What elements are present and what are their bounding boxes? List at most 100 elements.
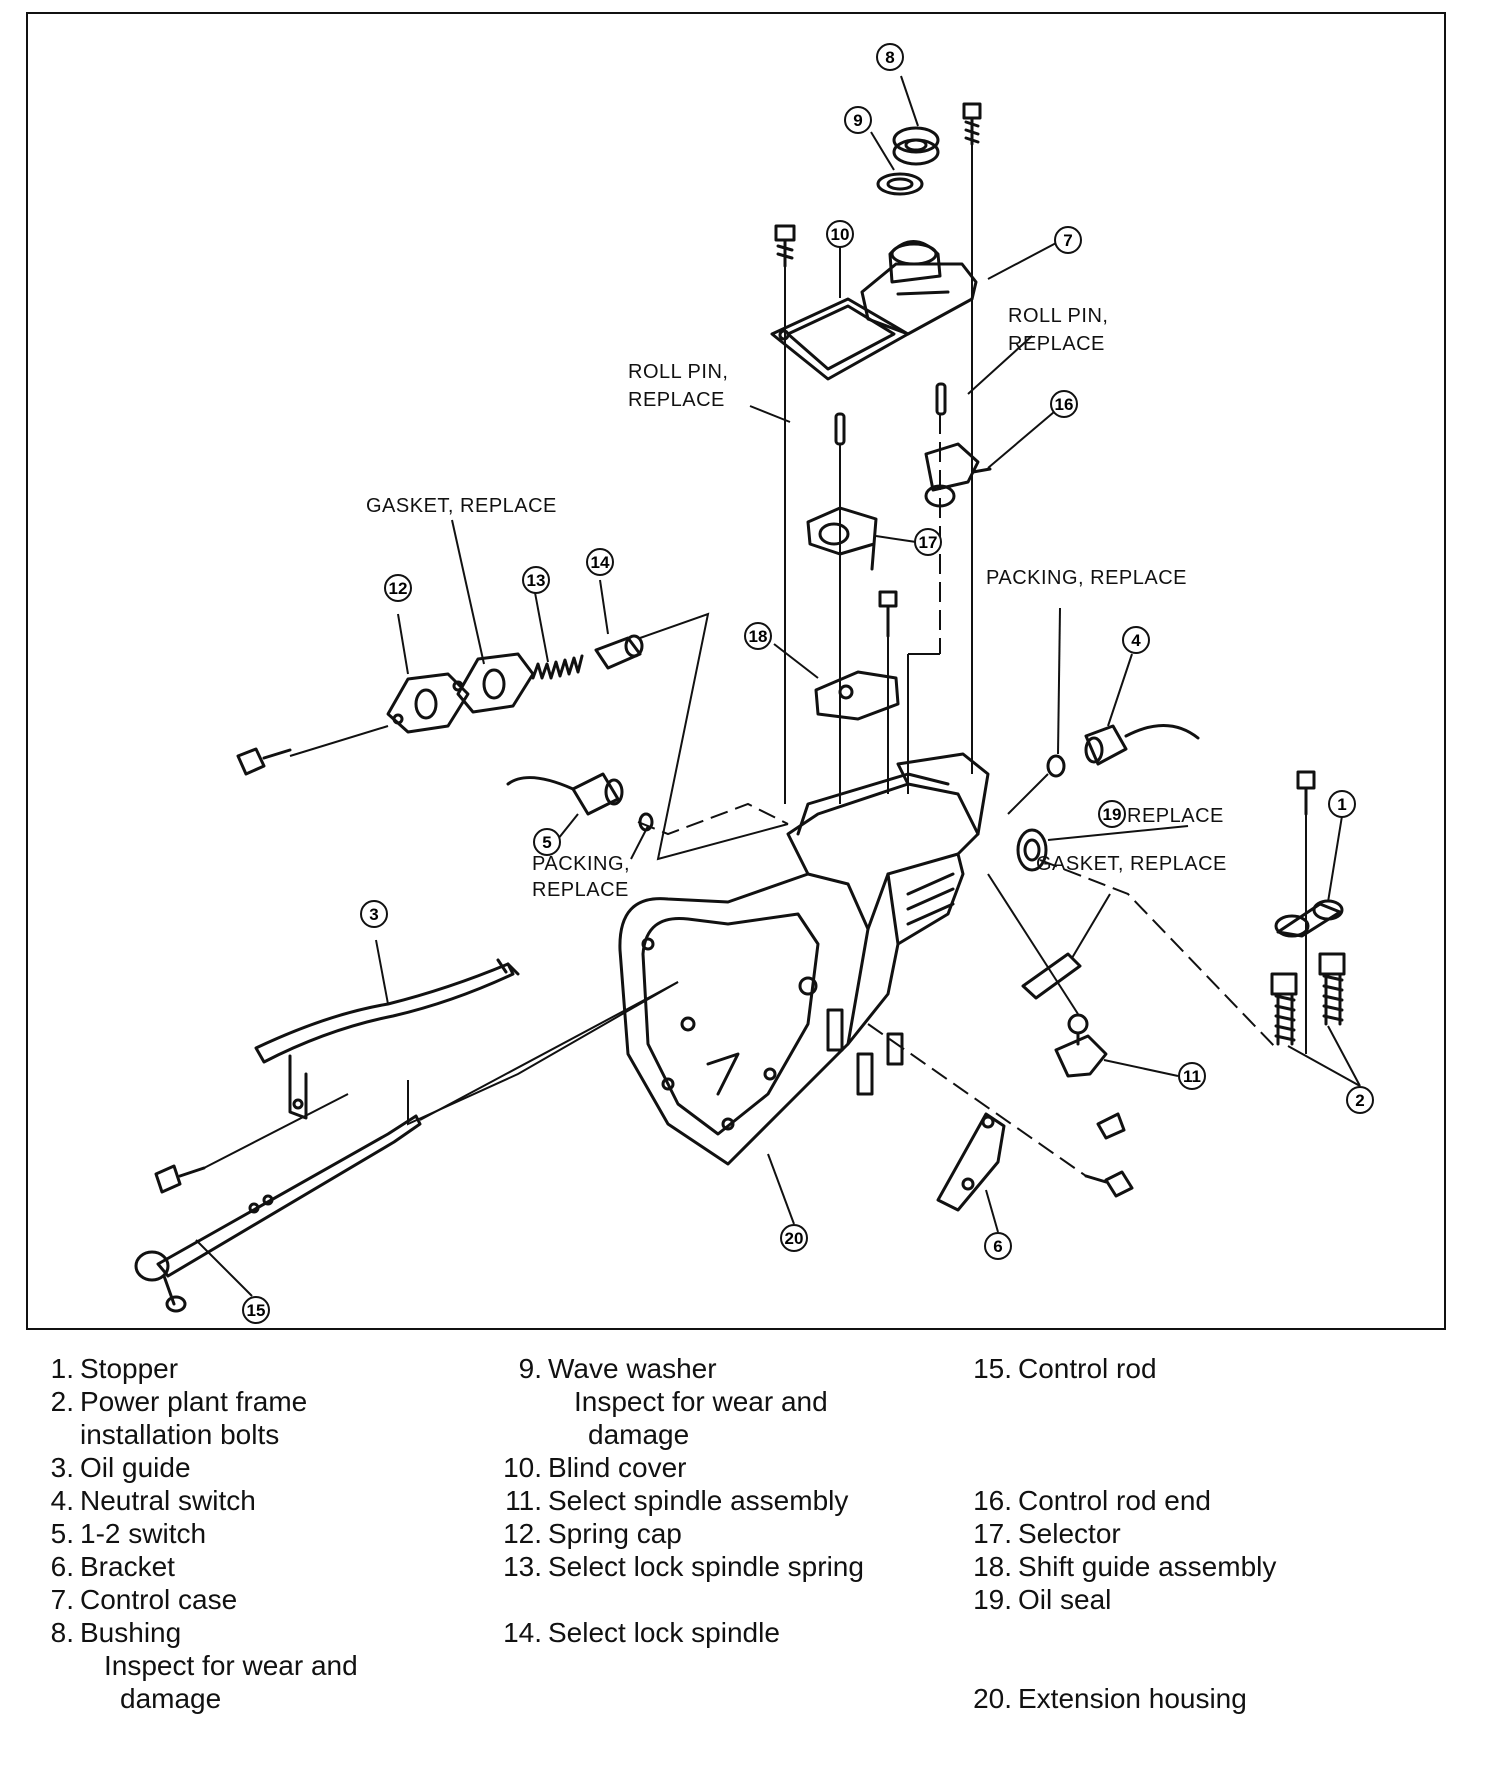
svg-text:8: 8	[885, 48, 894, 67]
selector-part	[806, 506, 878, 571]
legend-item-18: 18.Shift guide assembly	[973, 1551, 1277, 1582]
bracket-part	[936, 1112, 1006, 1212]
select-spindle-part	[1054, 1013, 1126, 1140]
shift-guide-part	[814, 670, 900, 721]
legend-column-3: 15.Control rod 16.Control rod end 17.Sel…	[970, 1352, 1276, 1715]
note-packing-right: PACKING, REPLACE	[986, 567, 1187, 589]
control-case-part	[860, 240, 978, 336]
legend-item-8: 8.Bushing	[50, 1617, 182, 1648]
stopper-bolt-part	[1296, 770, 1316, 816]
svg-text:15: 15	[247, 1301, 266, 1320]
roll-pin-left-part	[834, 412, 846, 446]
callout-18: 18	[744, 622, 772, 650]
gasket-left-part	[456, 652, 535, 714]
note-roll-pin-right-2: REPLACE	[1008, 333, 1105, 355]
legend-item-11: 11.Select spindle assembly	[505, 1485, 849, 1516]
legend-item-8-sub2: damage	[120, 1683, 222, 1714]
callout-13: 13	[522, 566, 550, 594]
svg-text:20: 20	[785, 1229, 804, 1248]
svg-text:6: 6	[993, 1237, 1002, 1256]
note-roll-pin-left-2: REPLACE	[628, 389, 725, 411]
legend-item-14: 14.Select lock spindle	[503, 1617, 780, 1648]
legend-column-2: 9.Wave washer Inspect for wear and damag…	[500, 1352, 864, 1649]
svg-text:1: 1	[1337, 795, 1346, 814]
callout-10: 10	[826, 220, 854, 248]
legend-item-19: 19.Oil seal	[973, 1584, 1112, 1615]
svg-text:11: 11	[1183, 1067, 1201, 1086]
svg-text:17: 17	[919, 533, 938, 552]
oil-seal-part	[1016, 828, 1048, 872]
assembly-lines	[195, 75, 1361, 1297]
legend-item-2-sub: installation bolts	[80, 1419, 280, 1450]
svg-text:18: 18	[749, 627, 768, 646]
diagram-svg: 8 9 10 7 16 17 18 12 13 14 4 5 19 1 3 11…	[134, 43, 1374, 1324]
legend-item-20: 20.Extension housing	[973, 1683, 1247, 1714]
callout-9: 9	[844, 106, 872, 134]
spring-cap-part	[386, 672, 470, 734]
blind-cover-part	[770, 297, 910, 381]
note-packing-left-2: REPLACE	[532, 879, 629, 901]
select-lock-spring-part	[531, 654, 584, 680]
frame-bolt-right-part	[1318, 952, 1346, 1026]
legend-item-17: 17.Selector	[973, 1518, 1121, 1549]
callout-7: 7	[1054, 226, 1082, 254]
neutral-switch-part	[1046, 724, 1200, 778]
one-two-switch-part	[506, 772, 654, 832]
callout-14: 14	[586, 548, 614, 576]
callout-4: 4	[1122, 626, 1150, 654]
control-rod-end-part	[924, 442, 992, 508]
callout-1: 1	[1328, 790, 1356, 818]
callout-2: 2	[1346, 1086, 1374, 1114]
bushing-part	[892, 126, 940, 166]
note-gasket-top: GASKET, REPLACE	[366, 495, 557, 517]
svg-text:14: 14	[591, 553, 610, 572]
legend-item-4: 4.Neutral switch	[50, 1485, 256, 1516]
select-lock-spindle-part	[594, 634, 644, 670]
legend-item-9: 9.Wave washer	[518, 1353, 717, 1384]
svg-text:19: 19	[1103, 805, 1122, 824]
svg-text:10: 10	[831, 225, 850, 244]
legend-item-6: 6.Bracket	[50, 1551, 175, 1582]
note-replace-19: REPLACE	[1127, 805, 1224, 827]
gasket-right-part	[1021, 952, 1082, 1000]
callout-16: 16	[1050, 390, 1078, 418]
svg-text:12: 12	[389, 579, 408, 598]
legend-item-15: 15.Control rod	[973, 1353, 1157, 1384]
svg-text:9: 9	[853, 111, 862, 130]
spring-cap-bolt-part	[236, 747, 292, 776]
legend-item-1: 1.Stopper	[50, 1353, 179, 1384]
exploded-diagram: 8 9 10 7 16 17 18 12 13 14 4 5 19 1 3 11…	[26, 12, 1446, 1330]
legend-item-9-sub: Inspect for wear and	[574, 1386, 828, 1417]
left-top-bolt-part	[774, 224, 796, 268]
legend-item-10: 10.Blind cover	[503, 1452, 687, 1483]
legend-item-3: 3.Oil guide	[50, 1452, 191, 1483]
legend-item-5: 5.1-2 switch	[50, 1518, 207, 1549]
callout-20: 20	[780, 1224, 808, 1252]
legend-item-2: 2.Power plant frame	[50, 1386, 308, 1417]
legend-item-8-sub: Inspect for wear and	[104, 1650, 358, 1681]
legend-spacer	[970, 1616, 1276, 1682]
oil-guide-bolt-part	[154, 1164, 206, 1194]
note-packing-left-1: PACKING,	[532, 853, 630, 875]
callout-6: 6	[984, 1232, 1012, 1260]
control-rod-part	[134, 1114, 422, 1313]
top-bolt-part	[962, 102, 982, 146]
callout-15: 15	[242, 1296, 270, 1324]
callout-19: 19	[1098, 800, 1126, 828]
callout-8: 8	[876, 43, 904, 71]
mid-bolt-part	[878, 590, 898, 638]
stopper-part	[1274, 899, 1344, 938]
callout-17: 17	[914, 528, 942, 556]
callout-3: 3	[360, 900, 388, 928]
callout-5: 5	[533, 828, 561, 856]
frame-bolt-left-part	[1270, 972, 1298, 1046]
legend-spacer	[970, 1385, 1276, 1484]
svg-text:2: 2	[1355, 1091, 1364, 1110]
roll-pin-right-part	[935, 382, 947, 416]
oil-guide-part	[254, 958, 520, 1120]
legend-item-13: 13.Select lock spindle spring	[503, 1551, 864, 1582]
extension-housing-part	[618, 752, 990, 1166]
callouts: 8 9 10 7 16 17 18 12 13 14 4 5 19 1 3 11…	[242, 43, 1374, 1324]
legend-item-9-sub2: damage	[588, 1419, 690, 1450]
callout-11: 11	[1178, 1062, 1206, 1090]
